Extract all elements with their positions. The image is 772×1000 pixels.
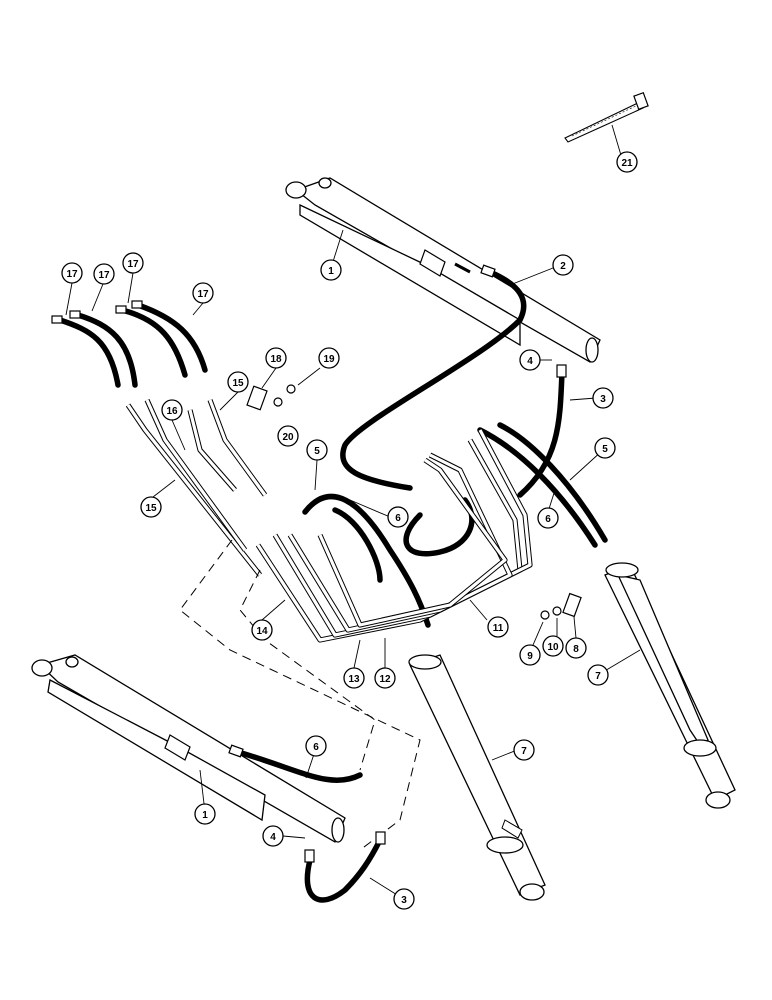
callout-19: 19 <box>318 347 340 369</box>
svg-text:15: 15 <box>232 378 244 389</box>
svg-text:17: 17 <box>127 259 139 270</box>
svg-text:15: 15 <box>145 503 157 514</box>
svg-text:9: 9 <box>527 651 533 662</box>
svg-text:10: 10 <box>547 642 559 653</box>
callout-2: 2 <box>552 254 574 276</box>
callout-7-right: 7 <box>587 664 609 686</box>
svg-text:4: 4 <box>527 356 533 367</box>
washer-10 <box>552 606 562 616</box>
svg-text:16: 16 <box>166 406 178 417</box>
callout-11: 11 <box>487 616 509 638</box>
callout-6-mid: 6 <box>387 506 409 528</box>
callout-10: 10 <box>542 635 564 657</box>
callout-15-top: 15 <box>227 371 249 393</box>
left-tubes <box>125 398 268 577</box>
hose-3-top <box>517 369 565 498</box>
svg-text:12: 12 <box>379 674 391 685</box>
steel-tube-bundle <box>255 428 533 643</box>
svg-text:8: 8 <box>573 644 579 655</box>
svg-text:7: 7 <box>595 671 601 682</box>
svg-text:19: 19 <box>323 354 335 365</box>
callout-18: 18 <box>265 347 287 369</box>
bolt-19 <box>286 384 296 394</box>
callout-9: 9 <box>519 644 541 666</box>
hose-6-right <box>477 427 598 548</box>
left-hoses <box>51 300 208 388</box>
callout-17-d: 17 <box>192 282 214 304</box>
svg-text:20: 20 <box>282 432 294 443</box>
callout-8: 8 <box>565 637 587 659</box>
callout-1-bottom: 1 <box>194 803 216 825</box>
callout-6-right: 6 <box>537 507 559 529</box>
callout-20: 20 <box>277 425 299 447</box>
hose-6-bottom <box>235 749 363 784</box>
svg-text:6: 6 <box>395 513 401 524</box>
cable-tie <box>564 91 649 143</box>
svg-text:6: 6 <box>313 742 319 753</box>
callout-15-left: 15 <box>140 496 162 518</box>
svg-text:6: 6 <box>545 514 551 525</box>
svg-text:2: 2 <box>560 261 566 272</box>
callout-5-right: 5 <box>594 437 616 459</box>
hose-6-mid <box>332 507 383 583</box>
callout-21: 21 <box>616 151 638 173</box>
middle-cylinder <box>408 654 546 901</box>
svg-text:4: 4 <box>270 832 276 843</box>
hose-5-right <box>497 422 608 543</box>
routing-dash-outer <box>179 539 421 851</box>
svg-text:1: 1 <box>328 266 334 277</box>
callout-17-c: 17 <box>122 252 144 274</box>
right-cylinder <box>604 562 736 809</box>
svg-text:17: 17 <box>98 270 110 281</box>
callout-5-mid: 5 <box>306 439 328 461</box>
svg-text:17: 17 <box>197 289 209 300</box>
callout-1-top: 1 <box>320 259 342 281</box>
hose-6-loop <box>403 497 475 557</box>
hose-2 <box>340 269 527 491</box>
clamp-18 <box>246 385 268 411</box>
svg-text:17: 17 <box>66 269 78 280</box>
washer-20 <box>273 397 283 407</box>
callout-3-bottom: 3 <box>393 888 415 910</box>
clamp-8 <box>562 592 582 618</box>
callout-4-bottom: 4 <box>262 825 284 847</box>
leader-lines <box>65 124 641 899</box>
hose-3-bottom <box>304 837 383 903</box>
callout-4-top: 4 <box>519 349 541 371</box>
hose-5-mid <box>302 493 431 628</box>
svg-text:14: 14 <box>256 626 268 637</box>
svg-text:3: 3 <box>401 895 407 906</box>
callout-17-b: 17 <box>93 263 115 285</box>
bolt-9 <box>540 610 550 620</box>
callout-6-bottom: 6 <box>305 735 327 757</box>
lower-cylinder <box>31 654 346 843</box>
svg-text:13: 13 <box>348 674 360 685</box>
svg-text:18: 18 <box>270 354 282 365</box>
callout-7-mid: 7 <box>513 739 535 761</box>
callout-17-a: 17 <box>61 262 83 284</box>
svg-text:21: 21 <box>621 158 633 169</box>
callout-16: 16 <box>161 399 183 421</box>
callout-14: 14 <box>251 619 273 641</box>
svg-text:1: 1 <box>202 810 208 821</box>
callout-12: 12 <box>374 667 396 689</box>
callout-13: 13 <box>343 667 365 689</box>
svg-text:11: 11 <box>493 623 504 634</box>
svg-text:7: 7 <box>521 746 527 757</box>
svg-text:5: 5 <box>314 446 320 457</box>
svg-text:3: 3 <box>600 394 606 405</box>
svg-text:5: 5 <box>602 444 608 455</box>
callout-3-top: 3 <box>592 387 614 409</box>
